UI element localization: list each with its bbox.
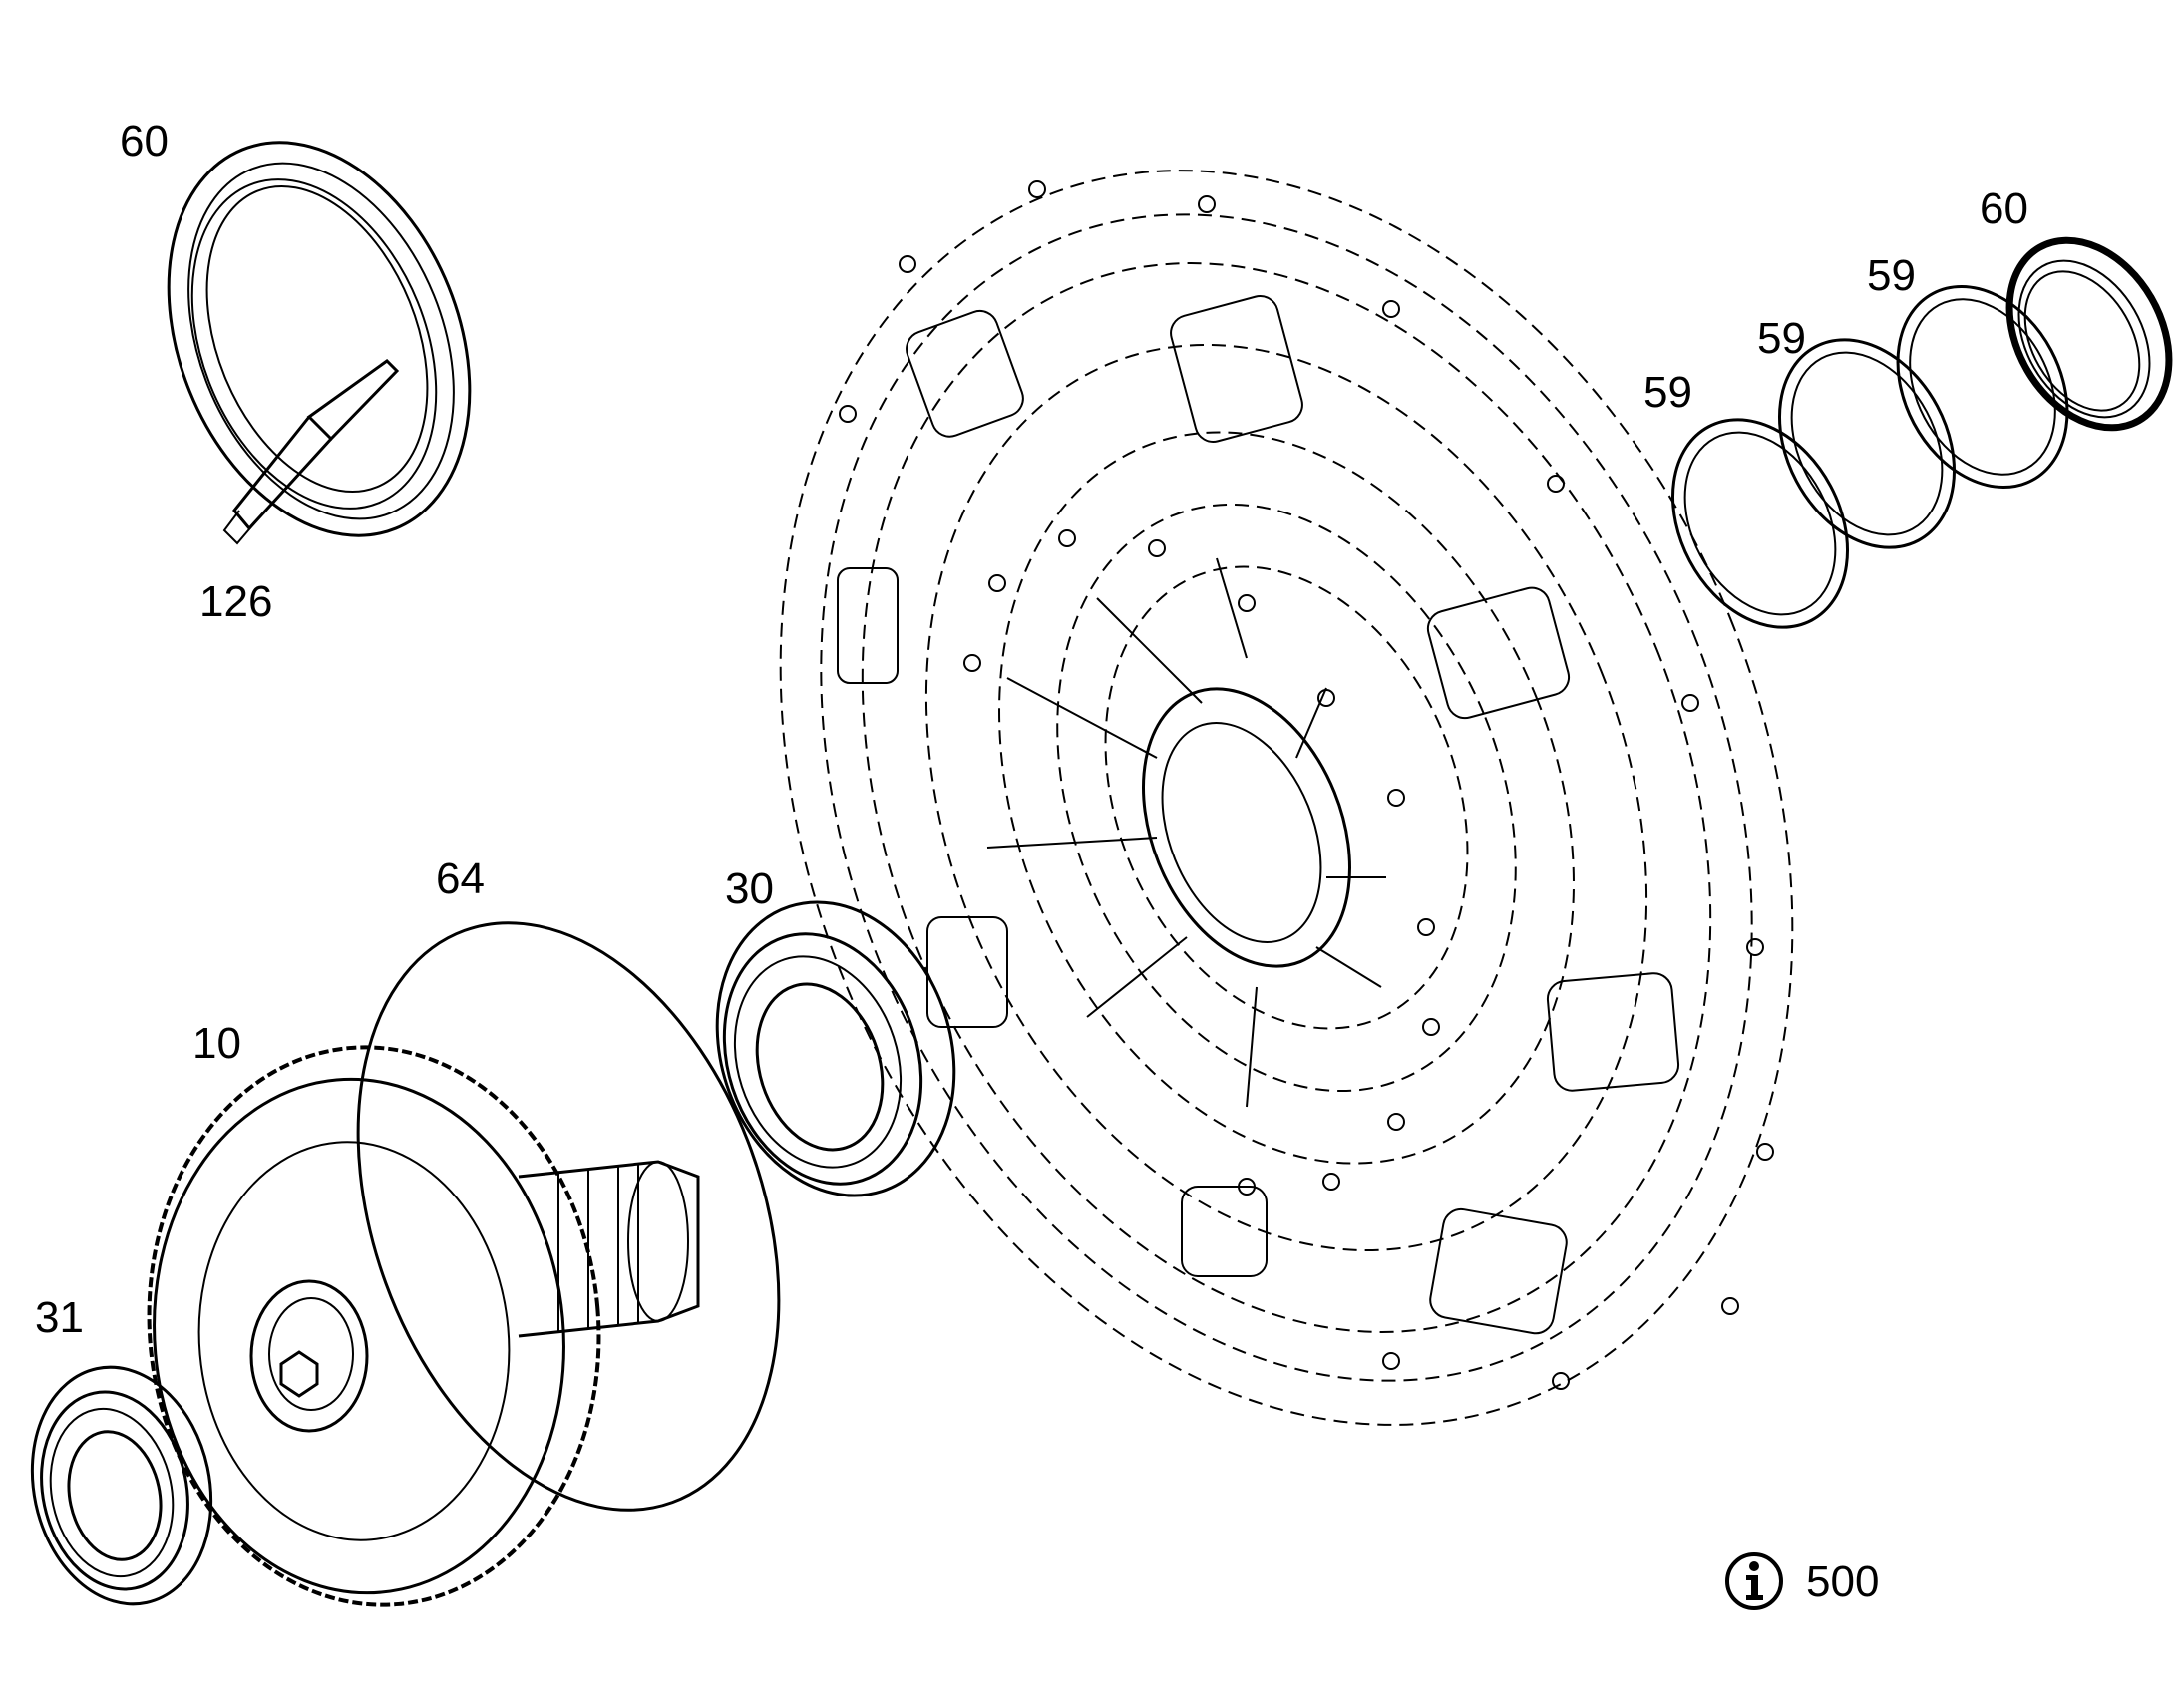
bearing-31: [30, 1365, 213, 1606]
shim-59-c: [1896, 284, 2069, 490]
callout-60-seal-right: 60: [1980, 184, 2028, 233]
callout-126-applicator: 126: [199, 577, 273, 626]
seal-60-top-left: [167, 141, 472, 537]
shim-59-a: [1670, 418, 1850, 629]
bearing-30: [715, 900, 956, 1197]
callout-59-shim-b: 59: [1757, 314, 1806, 363]
o-ring-64: [356, 921, 781, 1512]
callout-30-bearing: 30: [725, 864, 774, 913]
housing-flange: [779, 170, 1794, 1426]
seal-60-right: [2005, 236, 2173, 432]
callout-59-shim-a: 59: [1643, 368, 1692, 417]
info-icon: [1725, 1552, 1783, 1610]
callout-59-shim-c: 59: [1867, 251, 1916, 300]
callout-60-seal-left: 60: [120, 117, 169, 166]
info-reference-number: 500: [1806, 1557, 1880, 1606]
callout-31-bearing: 31: [35, 1293, 84, 1342]
applicator-126: [222, 359, 400, 545]
callout-10-gear: 10: [192, 1019, 241, 1068]
gear-10: [147, 1045, 700, 1607]
callout-64-o-ring: 64: [436, 854, 485, 903]
shim-59-b: [1777, 338, 1957, 549]
info-reference: 500: [1723, 1550, 2022, 1620]
